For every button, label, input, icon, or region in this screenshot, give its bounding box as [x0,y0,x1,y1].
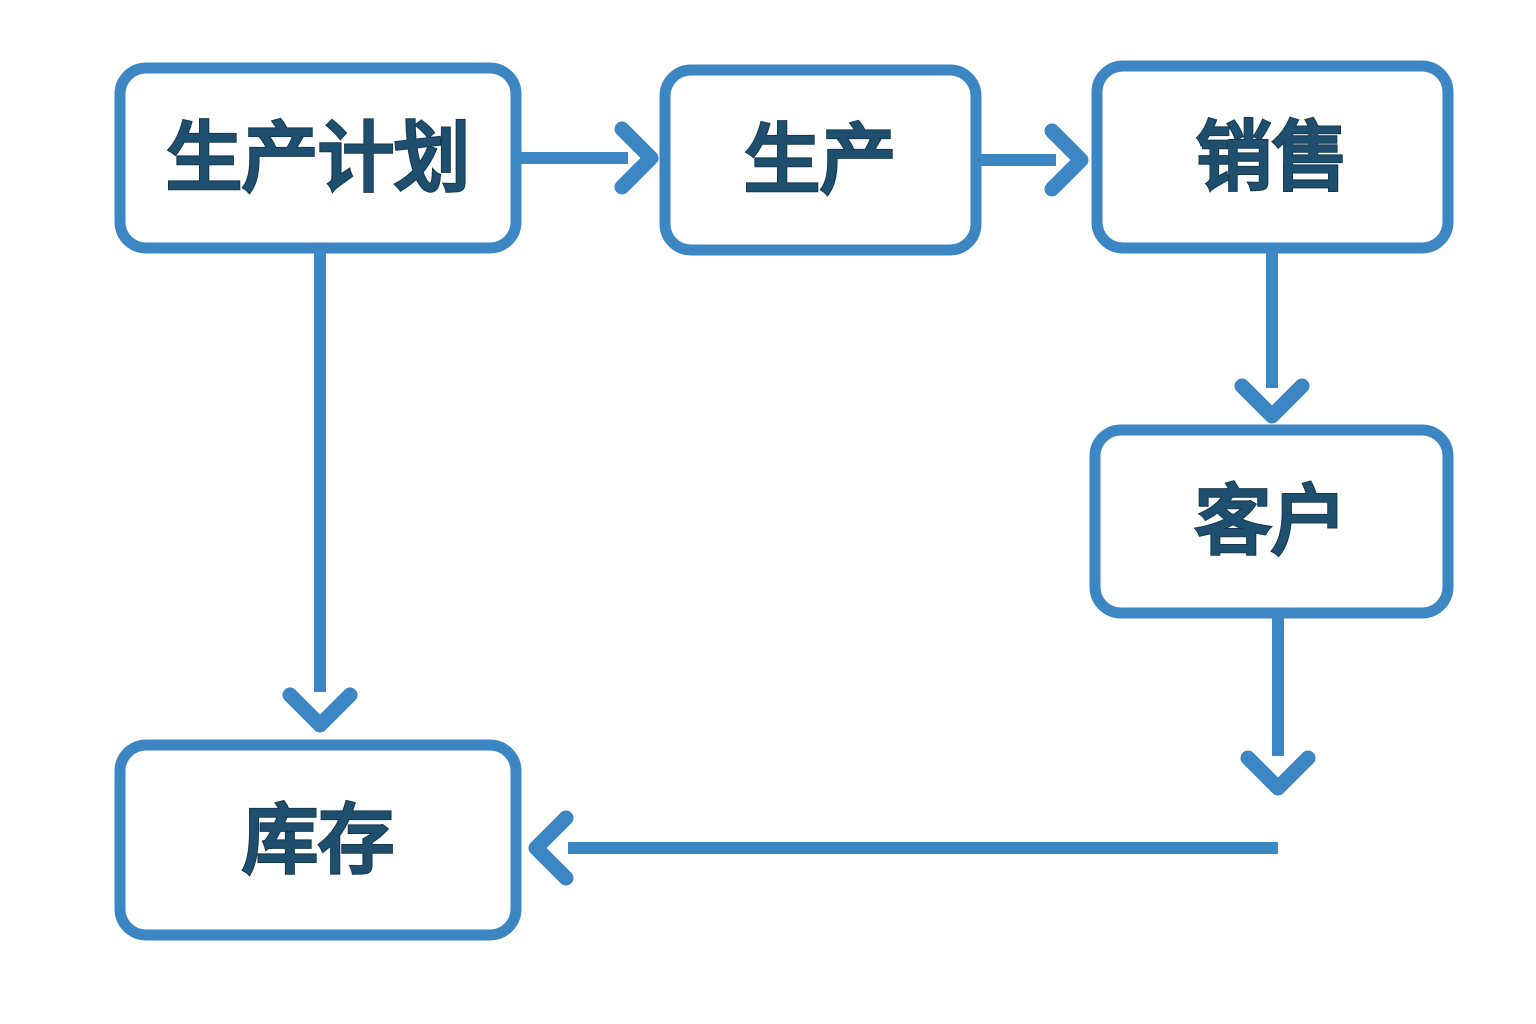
edge-production-to-sales [976,123,1089,197]
node-box [659,64,982,256]
node-production: 生产 [659,64,982,256]
arrow-head [1234,378,1310,424]
edge-sales-to-customer [1234,248,1310,424]
node-customer: 客户 [1089,424,1454,619]
arrow-head [1240,750,1316,796]
node-box [114,62,522,254]
edge-left-segment-to-inventory [528,810,1278,886]
arrow-head [1044,123,1089,197]
edge-production-plan-to-production [516,121,659,195]
arrow-head [614,121,659,195]
node-box [114,739,522,941]
node-label: 客户 [1195,480,1347,565]
node-label: 生产计划 [166,117,470,202]
edge-customer-down-segment [1240,615,1316,796]
node-label: 库存 [242,799,394,884]
arrow-head [282,687,358,733]
node-inventory: 库存 [114,739,522,941]
node-box [1091,60,1454,254]
node-label: 生产 [744,119,896,204]
node-box [1089,424,1454,619]
arrow-head [528,810,574,886]
edge-production-plan-to-inventory [282,248,358,733]
node-production-plan: 生产计划 [114,62,522,254]
node-label: 销售 [1196,116,1348,201]
node-sales: 销售 [1091,60,1454,254]
